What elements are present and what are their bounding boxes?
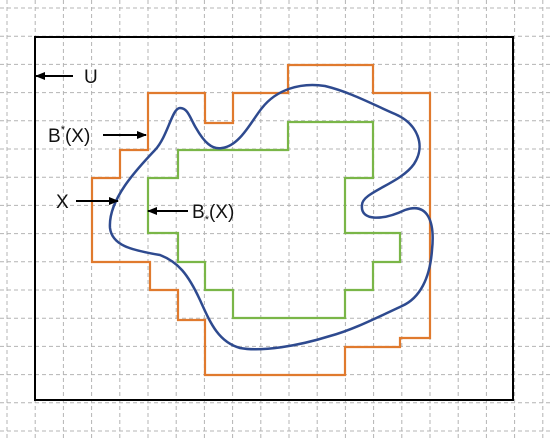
upper-approximation-boundary [90, 63, 432, 377]
set-x-boundary [108, 83, 434, 351]
lower-approximation-boundary [146, 120, 402, 320]
set-x-label: X [56, 192, 69, 213]
upper-approx-label: B*(X) [48, 124, 90, 147]
universe-label: U [84, 67, 98, 88]
lower-approx-label: B*(X) [192, 202, 234, 226]
universe-frame [34, 36, 514, 401]
